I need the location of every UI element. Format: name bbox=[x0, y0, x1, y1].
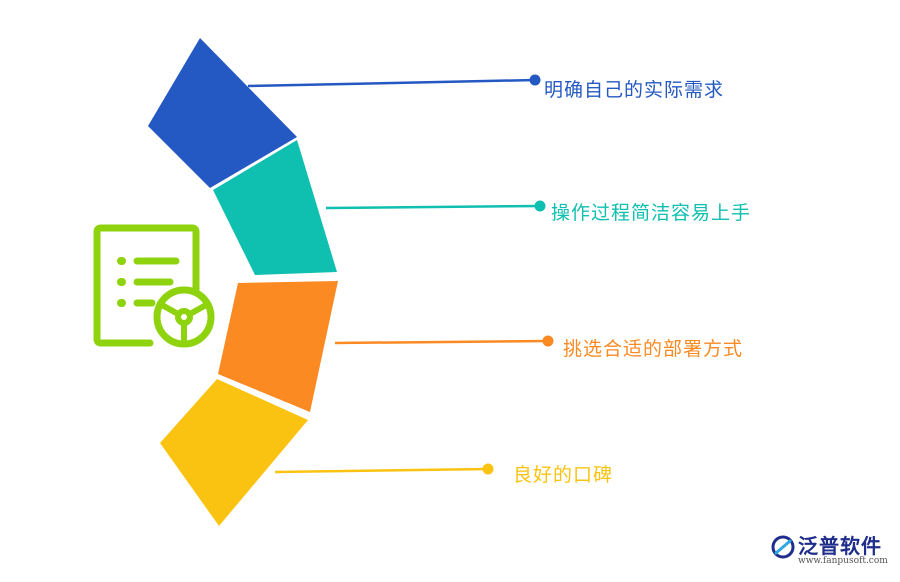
connector-line-0 bbox=[247, 78, 536, 88]
item-label-3: 良好的口碑 bbox=[513, 464, 614, 486]
connector-dot-3 bbox=[482, 463, 494, 475]
connector-line-2 bbox=[334, 339, 549, 345]
brand-name: 泛普软件 bbox=[798, 534, 882, 558]
brand-mark-icon bbox=[771, 535, 795, 559]
segment-2 bbox=[218, 281, 338, 412]
item-label-1: 操作过程简洁容易上手 bbox=[551, 202, 752, 224]
segment-0 bbox=[148, 38, 297, 188]
segment-3 bbox=[160, 379, 308, 526]
checklist-steering-wheel-icon bbox=[93, 224, 215, 348]
item-label-0: 明确自己的实际需求 bbox=[544, 79, 725, 101]
item-label-2: 挑选合适的部署方式 bbox=[563, 338, 744, 360]
brand-url: www.fanpusoft.com bbox=[798, 556, 888, 566]
connector-dot-1 bbox=[534, 200, 546, 212]
connector-line-3 bbox=[274, 467, 489, 474]
connector-line-1 bbox=[325, 204, 541, 210]
connector-dot-2 bbox=[542, 335, 554, 347]
brand-logo: 泛普软件 www.fanpusoft.com bbox=[770, 530, 895, 574]
connector-dot-0 bbox=[529, 74, 541, 86]
segment-1 bbox=[213, 140, 337, 275]
